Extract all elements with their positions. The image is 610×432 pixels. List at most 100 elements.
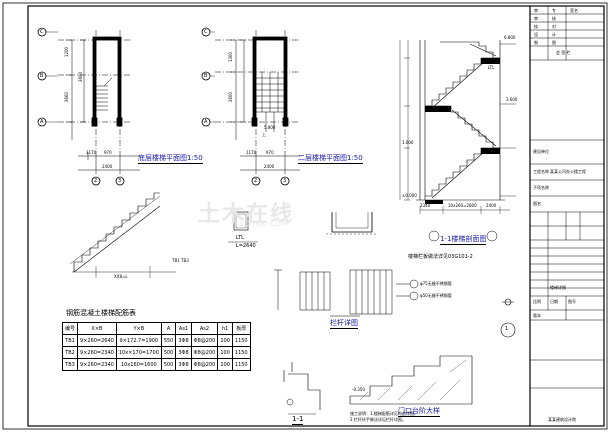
table-cell: Φ8@200 <box>190 346 219 359</box>
table-row: TB2 9×260=2340 10x×170=1700 500 3Φ8 Φ8@2… <box>61 346 251 359</box>
small-section-label: 1-1 <box>292 415 304 425</box>
table-cell: 500 <box>160 358 177 371</box>
axis-label-3-1: 3 <box>118 178 122 184</box>
tb-row-1-a: 审 <box>534 16 538 21</box>
table-cell: 100 <box>217 346 233 359</box>
table-header-row: 编号 X×B Y×B A As1 As2 h1 板厚 <box>61 322 251 335</box>
axis-label-a-2: A <box>204 119 208 125</box>
table-title: 钢筋混凝土楼梯配筋表 <box>66 309 136 317</box>
rail-note-0: φ75无缝不锈钢管 <box>420 281 452 286</box>
section-ltl: LTL <box>488 65 495 70</box>
tb-bottom-0: 比例 <box>533 299 541 304</box>
plan1-dim-v-2: 3600 <box>78 71 84 83</box>
section-dim-2: 2400 <box>486 203 497 208</box>
tb-row-4-b: 图 <box>552 40 556 45</box>
plan1-dim-h-0: 1170 <box>86 150 97 155</box>
table-row: TB1 9×260=2640 9×172.7=1900 550 3Φ8 Φ8@2… <box>61 334 251 347</box>
tb-project: 某某公司办公楼工程 <box>550 169 586 174</box>
table-cell: 100 <box>217 358 233 371</box>
table-cell: 10x160=1600 <box>115 358 162 371</box>
axis-label-2-2: 2 <box>254 178 258 184</box>
section-elev-2: 1.000 <box>402 140 414 145</box>
table-cell: 10x×170=1700 <box>115 346 162 359</box>
tb-bottom-2: 图号 <box>568 299 576 304</box>
section-dim-1: 10x260=2600 <box>448 203 477 208</box>
section-elev-0: 6.800 <box>504 35 516 40</box>
table-header: h1 <box>217 322 233 335</box>
ltl-label: LTL <box>236 235 244 241</box>
tb-row-3-a: 设 <box>534 32 538 37</box>
axis-label-b-2: B <box>204 73 208 79</box>
table-cell: 9×260=2340 <box>77 358 117 371</box>
rebar-table: 编号 X×B Y×B A As1 As2 h1 板厚 TB1 9×260=264… <box>61 322 251 371</box>
tb-row-0-b: 专 <box>552 8 556 13</box>
tb-field-3: 图名 <box>533 201 541 206</box>
table-header: As1 <box>175 322 192 335</box>
tb-label: TB1 TB3 <box>172 258 189 263</box>
tb-row-0-a: 审 <box>534 8 538 13</box>
tb-drawing: 楼梯详图 <box>550 285 566 290</box>
rail-title: 栏杆详图 <box>330 319 358 329</box>
tb-row-3-b: 计 <box>552 32 556 37</box>
table-cell: 9×260=2340 <box>77 346 117 359</box>
tb-row-4-a: 制 <box>534 40 538 45</box>
bottom-note-0: 施工说明：1.楼梯配筋详见构造详图。 <box>350 411 418 416</box>
tb-field-0: 建设单位 <box>533 149 549 154</box>
table-header: X×B <box>77 322 117 335</box>
tb-formula: XX8=L <box>114 274 128 279</box>
plan1-dim-v-0: 1200 <box>64 46 70 58</box>
plan1-dim-h-2: 2400 <box>102 164 113 169</box>
table-cell: 100 <box>217 334 233 347</box>
plan2-dim-v-0: 1300 <box>228 51 234 63</box>
watermark: 土木在线 <box>198 202 295 227</box>
table-header: Y×B <box>115 322 162 335</box>
section-elev-1: 3.600 <box>506 97 518 102</box>
table-row: TB3 9×260=2340 10x160=1600 500 3Φ8 Φ8@20… <box>61 358 251 371</box>
table-cell: TB2 <box>61 346 79 359</box>
table-cell: 1150 <box>231 358 251 371</box>
tb-bottom-1: 日期 <box>550 299 558 304</box>
plan2-dim-h-1: 970 <box>266 150 274 155</box>
section-note: 楼梯栏板做法详见03G101-2 <box>408 254 473 260</box>
table-cell: 1150 <box>231 334 251 347</box>
axis-label-3-2: 3 <box>283 178 287 184</box>
bottom-note-1: 2.栏杆扶手做法详见栏杆详图。 <box>350 417 406 422</box>
table-header: 板厚 <box>231 322 251 335</box>
table-header: As2 <box>190 322 219 335</box>
rail-note-1: φ50无缝不锈钢管 <box>420 293 452 298</box>
plan1-dim-h-1: 970 <box>104 150 112 155</box>
axis-label-a-1: A <box>40 119 44 125</box>
section-title: 1-1楼梯剖面图 <box>440 235 487 245</box>
axis-label-b-1: B <box>40 73 44 79</box>
ltl-length: L=2640 <box>236 243 256 249</box>
watermark-sub: COI88.COM <box>240 220 290 228</box>
axis-label-2-1: 2 <box>94 178 98 184</box>
step-elev: -0.350 <box>352 387 365 392</box>
table-header: 编号 <box>61 322 79 335</box>
table-cell: 9×260=2640 <box>77 334 117 347</box>
plan2-dim-h-2: 2400 <box>264 164 275 169</box>
section-elev-3: ±0.000 <box>402 193 417 198</box>
table-cell: 9×172.7=1900 <box>115 334 162 347</box>
table-cell: 500 <box>160 346 177 359</box>
table-cell: 3Φ8 <box>175 346 192 359</box>
plan1-title: 底层楼梯平面图1:50 <box>138 154 203 164</box>
table-cell: TB3 <box>61 358 79 371</box>
table-header: A <box>160 322 177 335</box>
table-cell: 3Φ8 <box>175 334 192 347</box>
tb-row-2-a: 校 <box>534 24 538 29</box>
plan1-dim-v-1: 3660 <box>64 91 70 103</box>
step-title: 门口台阶大样 <box>398 407 440 417</box>
tb-footnote: 某某建筑设计院 <box>548 417 576 422</box>
tb-field-1: 工程名称 <box>533 169 549 174</box>
plan2-dim-v-1: 3600 <box>228 91 234 103</box>
plan2-dim-h-0: 1170 <box>246 150 257 155</box>
tb-stamp: 会 签 栏 <box>556 50 571 55</box>
table-cell: 1150 <box>231 346 251 359</box>
axis-label-c-2: C <box>204 29 208 35</box>
table-cell: Φ8@200 <box>190 334 219 347</box>
axis-label-c-1: C <box>40 29 44 35</box>
tb-row-0-c: 签名 <box>570 8 578 13</box>
